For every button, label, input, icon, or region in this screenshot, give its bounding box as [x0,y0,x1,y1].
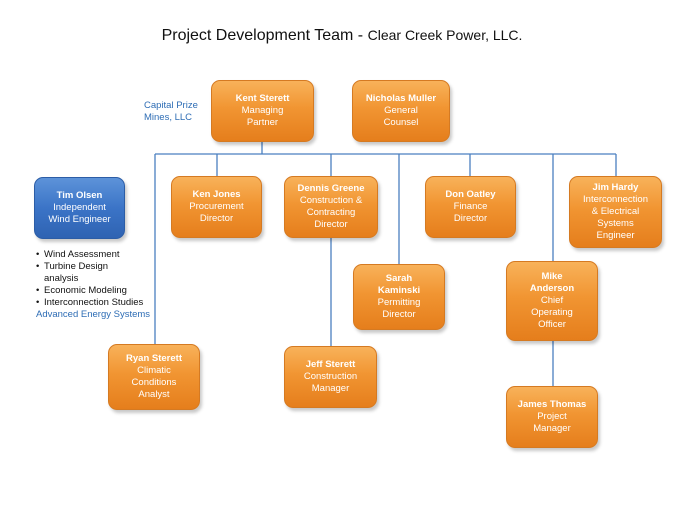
node-james-thomas: James Thomas Project Manager [506,386,598,448]
node-name: Ryan Sterett [126,353,182,364]
node-role-line: Interconnection [583,194,648,205]
node-role-line: Engineer [596,230,635,241]
capital-prize-label: Capital Prize Mines, LLC [144,100,198,124]
node-name: Tim Olsen [56,190,103,201]
node-role-line: Climatic [137,365,171,376]
node-name-line: Sarah [385,273,413,284]
task-item: Economic Modeling [36,285,150,297]
chart-title: Project Development Team - Clear Creek P… [0,27,684,45]
task-item-continuation: analysis [44,273,79,284]
node-kent-sterett: Kent Sterett Managing Partner [211,80,314,142]
node-name: Kent Sterett [235,93,290,104]
node-role-line: Director [453,213,488,224]
node-jeff-sterett: Jeff Sterett Construction Manager [284,346,377,408]
node-role-line: Manager [311,383,350,394]
node-name-line: Mike [541,271,563,282]
node-role-line: Finance [453,201,488,212]
node-role-line: Procurement [189,201,244,212]
task-company: Advanced Energy Systems [36,309,151,320]
node-sarah-kaminski: Sarah Kaminski Permitting Director [353,264,445,330]
node-role-line: & Electrical [591,206,640,217]
node-name: Nicholas Muller [365,93,437,104]
node-role-line: Managing [241,105,284,116]
node-role-line: Conditions [131,377,177,388]
node-dennis-greene: Dennis Greene Construction & Contracting… [284,176,378,238]
node-role-line: Operating [531,307,573,318]
node-name: James Thomas [517,399,587,410]
node-role-line: Director [314,219,348,230]
node-role-line: Analyst [138,389,170,400]
node-role-line: Officer [538,319,566,330]
node-role-line: Systems [597,218,634,229]
task-item: Turbine Design [36,261,150,273]
node-role-line: Chief [540,295,564,306]
task-item: Wind Assessment [36,249,150,261]
node-don-oatley: Don Oatley Finance Director [425,176,516,238]
node-role-line: Partner [246,117,279,128]
node-name: Dennis Greene [297,183,365,194]
node-nicholas-muller: Nicholas Muller General Counsel [352,80,450,142]
node-role-line: Wind Engineer [48,214,111,225]
tim-olsen-task-list: Wind Assessment Turbine Design analysis … [36,249,150,321]
node-ryan-sterett: Ryan Sterett Climatic Conditions Analyst [108,344,200,410]
node-role-line: Permitting [377,297,421,308]
note-line: Mines, LLC [144,112,193,123]
title-company: Clear Creek Power, LLC. [367,27,523,43]
node-role-line: Director [382,309,416,320]
node-jim-hardy: Jim Hardy Interconnection & Electrical S… [569,176,662,248]
node-tim-olsen: Tim Olsen Independent Wind Engineer [34,177,125,239]
node-role-line: Independent [53,202,106,213]
node-role-line: Contracting [306,207,356,218]
note-line: Capital Prize [144,100,198,111]
node-role-line: General [384,105,418,116]
node-mike-anderson: Mike Anderson Chief Operating Officer [506,261,598,341]
node-role-line: Director [199,213,234,224]
node-name: Ken Jones [192,189,241,200]
node-role-line: Construction & [299,195,363,206]
node-role-line: Project [537,411,567,422]
node-name: Jim Hardy [592,182,639,193]
node-name: Jeff Sterett [305,359,356,370]
node-role-line: Construction [303,371,358,382]
node-role-line: Counsel [383,117,419,128]
node-name-line: Kaminski [377,285,421,296]
title-main: Project Development Team - [161,27,364,44]
node-role-line: Manager [533,423,571,434]
node-name: Don Oatley [445,189,496,200]
node-ken-jones: Ken Jones Procurement Director [171,176,262,238]
task-item: Interconnection Studies [36,297,150,309]
node-name-line: Anderson [529,283,575,294]
